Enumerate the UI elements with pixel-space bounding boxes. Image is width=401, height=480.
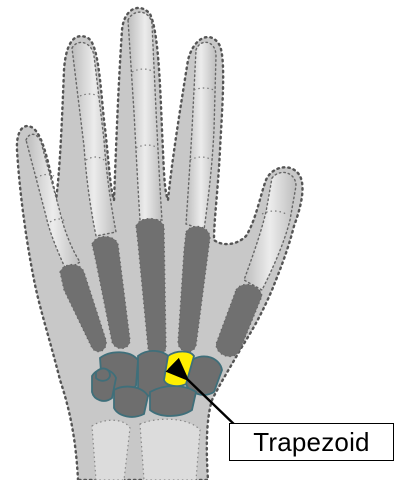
lunate-bone: [114, 387, 148, 417]
scaphoid-bone: [150, 386, 196, 416]
ulna-bone: [92, 420, 130, 480]
radius-bone: [140, 419, 200, 480]
pisiform-bone: [96, 369, 110, 381]
trapezoid-label: Trapezoid: [253, 427, 369, 458]
forearm-bones: [92, 419, 200, 480]
trapezoid-label-box: Trapezoid: [229, 423, 394, 461]
